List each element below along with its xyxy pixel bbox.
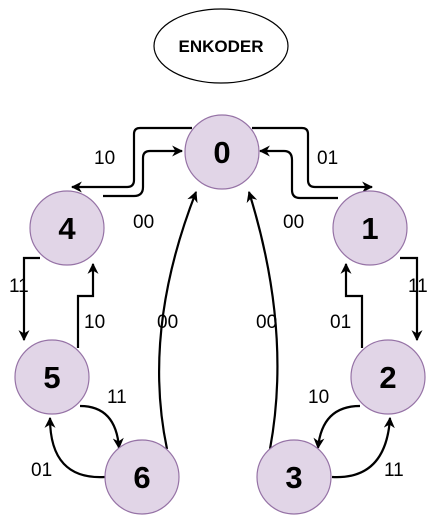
edge-label-4-to-5: 11 — [9, 276, 29, 297]
edge-label-2-to-3: 10 — [308, 387, 329, 408]
state-node-5-label: 5 — [43, 360, 60, 395]
edge-1-to-2 — [400, 256, 423, 342]
edge-6-to-0 — [158, 190, 198, 450]
edge-4-to-0 — [103, 145, 184, 198]
state-node-5: 5 — [14, 339, 90, 415]
diagram-title: ENKODER — [178, 37, 263, 56]
edge-label-2-to-1: 01 — [330, 312, 351, 333]
state-node-6: 6 — [104, 439, 180, 515]
edge-0-to-1 — [252, 126, 374, 193]
state-node-4-label: 4 — [58, 211, 76, 246]
edge-label-6-to-0: 00 — [157, 312, 178, 333]
title-box: ENKODER — [153, 8, 289, 84]
edge-5-to-6 — [79, 404, 124, 450]
edge-0-to-4 — [70, 126, 192, 193]
edge-label-3-to-2: 11 — [384, 460, 404, 481]
edge-4-to-5 — [18, 256, 40, 342]
state-node-1-label: 1 — [361, 211, 378, 246]
edge-label-5-to-4: 10 — [84, 312, 105, 333]
state-node-1: 1 — [332, 190, 408, 266]
edge-6-to-5 — [44, 416, 106, 479]
state-node-2: 2 — [350, 339, 426, 415]
edge-label-0-to-1: 01 — [317, 148, 338, 169]
edge-2-to-1 — [340, 262, 364, 348]
state-node-3: 3 — [256, 439, 332, 515]
edge-label-4-to-0: 00 — [133, 212, 154, 233]
edge-3-to-0 — [246, 190, 279, 450]
edge-3-to-2 — [331, 416, 395, 479]
state-node-3-label: 3 — [285, 460, 302, 495]
state-node-0: 0 — [184, 114, 260, 190]
edge-label-5-to-6: 11 — [107, 387, 127, 408]
edge-label-6-to-5: 01 — [31, 460, 52, 481]
edge-label-1-to-2: 11 — [408, 276, 428, 297]
state-node-6-label: 6 — [133, 460, 150, 495]
edge-1-to-0 — [258, 145, 338, 200]
edge-label-3-to-0: 00 — [256, 312, 277, 333]
state-node-0-label: 0 — [213, 135, 230, 170]
state-node-4: 4 — [29, 190, 105, 266]
edge-2-to-3 — [313, 404, 361, 450]
edge-5-to-4 — [76, 262, 99, 348]
state-node-2-label: 2 — [379, 360, 396, 395]
edge-label-1-to-0: 00 — [283, 212, 304, 233]
edge-label-0-to-4: 10 — [94, 148, 115, 169]
